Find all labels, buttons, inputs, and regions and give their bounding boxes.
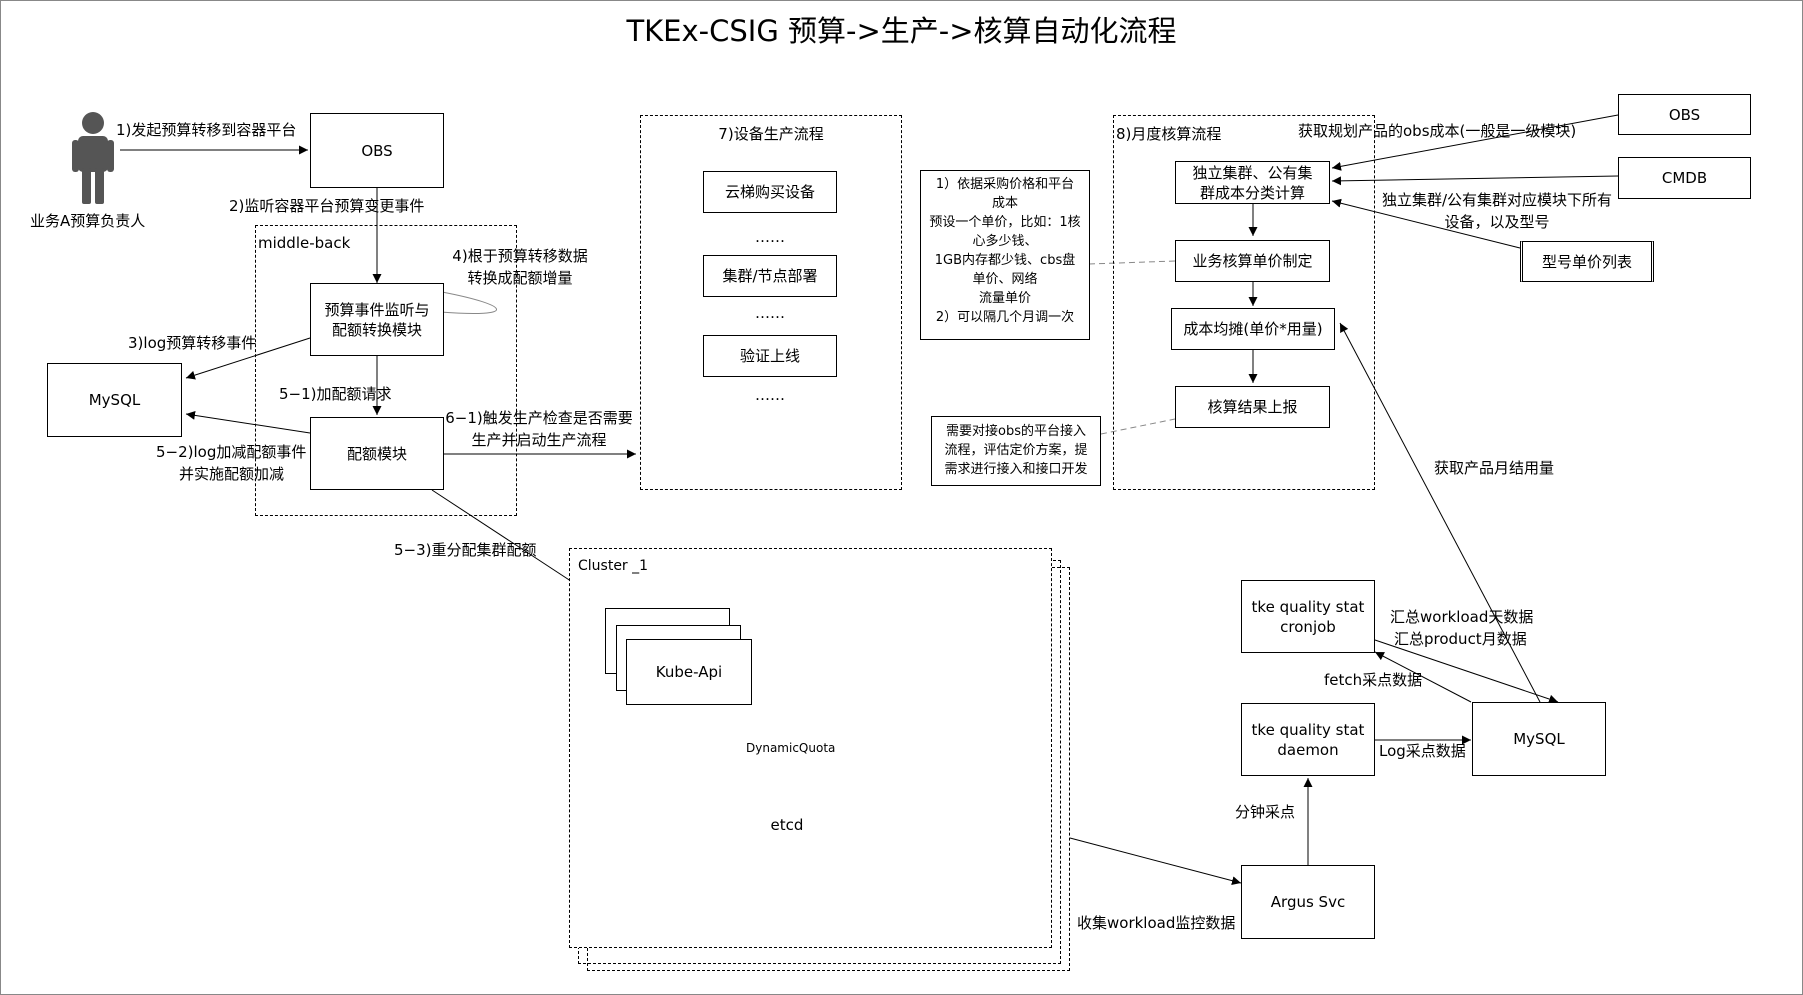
- group-middle-back: [255, 225, 517, 516]
- actor-label: 业务A预算负责人: [30, 212, 146, 230]
- node-cost-classify-line1: 独立集群、公有集: [1192, 163, 1313, 182]
- node-cluster-deploy: 集群/节点部署: [703, 255, 837, 297]
- node-mysql-right: MySQL: [1472, 702, 1606, 776]
- edge-label-4-line1: 4)根于预算转移数据: [452, 247, 588, 265]
- edge-label-cmdb-line1: 独立集群/公有集群对应模块下所有: [1381, 191, 1613, 209]
- node-argus: Argus Svc: [1241, 865, 1375, 939]
- edge-label-4-line2: 转换成配额增量: [467, 269, 573, 287]
- edge-label-cmdb-line2: 设备，以及型号: [1444, 213, 1550, 231]
- edge-label-sum-line1: 汇总workload天数据: [1390, 608, 1534, 626]
- edge-label-61-line2: 生产并启动生产流程: [471, 431, 607, 449]
- diagram-title: TKEx-CSIG 预算->生产->核算自动化流程: [626, 14, 1177, 48]
- edge-label-3: 3)log预算转移事件: [128, 334, 257, 352]
- group-production: [640, 115, 902, 490]
- edge-label-sum-line2: 汇总product月数据: [1394, 630, 1527, 648]
- edge-sum-arrow: [1374, 639, 1559, 704]
- edge-label-52-line2: 并实施配额加减: [179, 465, 285, 483]
- note-obs-access-line: 流程，评估定价方案，提: [944, 443, 1088, 458]
- node-daemon-line2: daemon: [1277, 740, 1339, 759]
- node-cost-classify: 独立集群、公有集 群成本分类计算: [1175, 161, 1330, 204]
- edge-label-collect: 收集workload监控数据: [1077, 914, 1236, 932]
- edge-52-arrow: [185, 410, 311, 434]
- edge-label-log-points: Log采点数据: [1379, 742, 1466, 760]
- person-icon: [72, 112, 114, 204]
- node-cronjob: tke quality stat cronjob: [1241, 580, 1375, 653]
- node-daemon-line1: tke quality stat: [1251, 720, 1365, 739]
- note-pricing-line: 流量单价: [978, 291, 1031, 306]
- node-report: 核算结果上报: [1175, 386, 1330, 428]
- edge-label-51: 5−1)加配额请求: [279, 385, 392, 403]
- node-cost-classify-line2: 群成本分类计算: [1199, 183, 1305, 202]
- node-obs-right: OBS: [1618, 94, 1751, 135]
- note-pricing-line: 1GB内存都少钱、cbs盘: [934, 253, 1076, 268]
- node-model-price: 型号单价列表: [1520, 241, 1654, 282]
- node-cost-share: 成本均摊(单价*用量): [1171, 308, 1335, 350]
- ellipsis-3: ……: [755, 386, 785, 404]
- edge-label-1: 1)发起预算转移到容器平台: [116, 121, 297, 139]
- node-budget-listener: 预算事件监听与 配额转换模块: [310, 283, 444, 356]
- note-pricing-line: 成本: [991, 196, 1018, 211]
- node-budget-listener-line1: 预算事件监听与: [324, 300, 430, 319]
- node-obs-top: OBS: [310, 113, 444, 188]
- node-cmdb: CMDB: [1618, 157, 1751, 199]
- note-pricing-line: 预设一个单价，比如：1核: [929, 215, 1081, 230]
- group-production-label: 7)设备生产流程: [718, 125, 824, 143]
- ellipsis-2: ……: [755, 304, 785, 322]
- note-pricing: 1）依据采购价格和平台 成本 预设一个单价，比如：1核 心多少钱、 1GB内存都…: [920, 170, 1090, 340]
- group-middle-back-label: middle-back: [258, 234, 351, 252]
- note-pricing-line: 2）可以隔几个月调一次: [935, 310, 1075, 325]
- node-cronjob-line2: cronjob: [1280, 617, 1336, 636]
- node-daemon: tke quality stat daemon: [1241, 703, 1375, 776]
- group-cluster-label: Cluster _1: [578, 558, 649, 574]
- note-pricing-line: 1）依据采购价格和平台: [935, 177, 1075, 192]
- note-obs-access: 需要对接obs的平台接入 流程，评估定价方案，提 需求进行接入和接口开发: [931, 416, 1101, 486]
- edge-model-price-arrow: [1331, 198, 1521, 249]
- edge-collect-arrow: [1069, 837, 1242, 886]
- node-mysql-left: MySQL: [47, 363, 182, 437]
- node-verify-online: 验证上线: [703, 335, 837, 377]
- node-kube-api: Kube-Api: [626, 639, 752, 705]
- note-obs-access-line: 需求进行接入和接口开发: [944, 462, 1088, 477]
- note-pricing-connector: [1088, 260, 1176, 265]
- node-budget-listener-line2: 配额转换模块: [331, 320, 422, 339]
- node-unit-price: 业务核算单价制定: [1175, 240, 1330, 282]
- edge-label-monthly-usage: 获取产品月结用量: [1434, 459, 1555, 477]
- edge-label-52-line1: 5−2)log加减配额事件: [156, 443, 307, 461]
- note-pricing-line: 心多少钱、: [972, 234, 1038, 249]
- node-etcd: etcd: [770, 816, 804, 834]
- edge-cmdb-arrow: [1331, 175, 1619, 186]
- ellipsis-1: ……: [755, 228, 785, 246]
- node-buy-device: 云梯购买设备: [703, 171, 837, 213]
- edge-label-2: 2)监听容器平台预算变更事件: [229, 197, 425, 215]
- edge-label-fetch: fetch采点数据: [1324, 671, 1423, 689]
- node-quota-module: 配额模块: [310, 417, 444, 490]
- edge-obs-cost-arrow: [1331, 114, 1619, 171]
- edge-label-61-line1: 6−1)触发生产检查是否需要: [445, 409, 633, 427]
- edge-monthly-usage-arrow: [1339, 322, 1541, 703]
- edge-label-dynamic-quota: DynamicQuota: [746, 741, 836, 755]
- node-cronjob-line1: tke quality stat: [1251, 597, 1365, 616]
- note-obs-access-line: 需要对接obs的平台接入: [946, 424, 1086, 439]
- group-monthly: [1113, 115, 1375, 490]
- edge-label-53: 5−3)重分配集群配额: [394, 541, 537, 559]
- edge-3-arrow: [185, 337, 311, 380]
- edge-label-obs-cost: 获取规划产品的obs成本(一般是一级模块): [1298, 122, 1577, 140]
- edge-fetch-arrow: [1374, 651, 1472, 703]
- edge-label-minute-sample: 分钟采点: [1235, 803, 1296, 821]
- note-pricing-line: 单价、网络: [972, 272, 1038, 287]
- group-monthly-label: 8)月度核算流程: [1116, 125, 1222, 143]
